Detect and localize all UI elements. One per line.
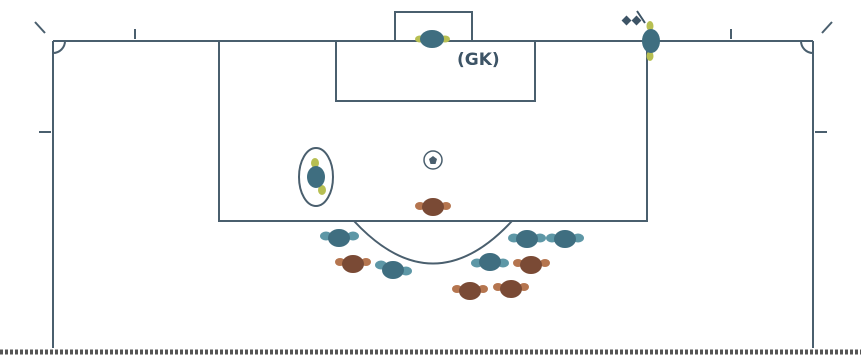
player-goalkeeper <box>415 30 450 48</box>
player-blue <box>320 229 359 247</box>
pitch-lines <box>34 11 833 348</box>
player-near-post <box>642 21 660 61</box>
player-blue <box>471 253 509 271</box>
cone-icon <box>621 10 646 26</box>
player-brown <box>335 255 371 273</box>
penalty-area <box>218 41 648 222</box>
soccer-ball-icon <box>423 150 443 170</box>
player-brown <box>513 256 550 274</box>
corner-flag-right <box>821 21 833 34</box>
player-blue <box>508 230 546 248</box>
highlight-ring <box>298 147 334 207</box>
goal-frame <box>394 11 473 41</box>
player-brown <box>493 280 529 298</box>
corner-arc-right <box>800 40 814 54</box>
player-highlighted <box>307 158 326 195</box>
corner-arc-left <box>52 40 66 54</box>
corner-flag-left <box>34 21 46 34</box>
goal-area <box>335 41 536 102</box>
penalty-arc <box>353 220 513 265</box>
player-brown <box>415 198 451 216</box>
player-brown <box>452 282 488 300</box>
gk-label: (GK) <box>457 50 500 70</box>
player-blue <box>546 230 584 248</box>
player-blue <box>375 260 412 279</box>
